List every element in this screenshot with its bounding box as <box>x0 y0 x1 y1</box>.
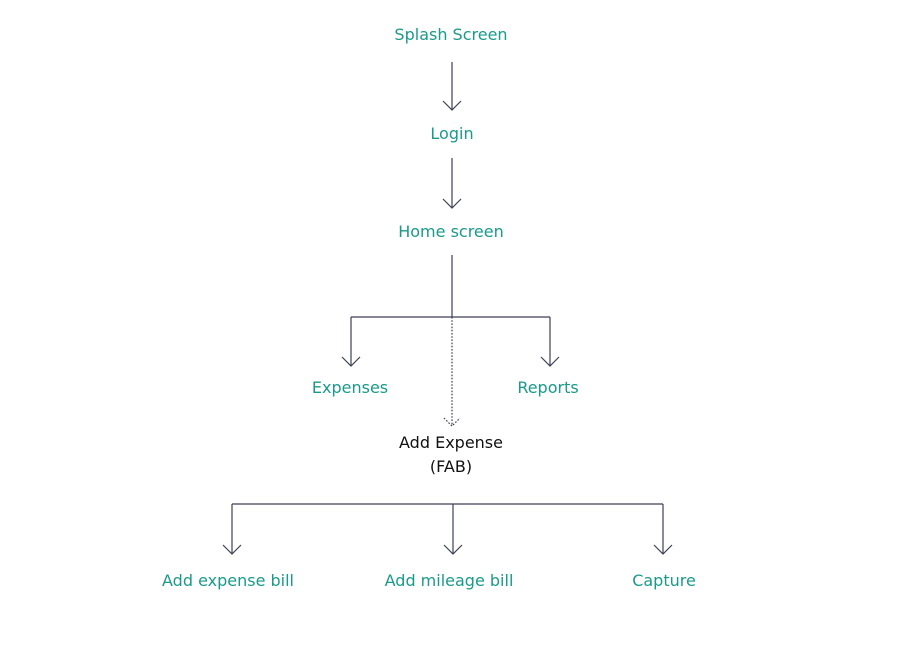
connector-to-add-mileage-bill <box>443 504 463 555</box>
connector-home-to-add-expense <box>443 317 461 427</box>
node-splash-screen: Splash Screen <box>394 25 508 44</box>
connector-login-to-home <box>442 158 462 209</box>
connector-splash-to-login <box>442 62 462 111</box>
connector-to-add-expense-bill <box>222 504 242 555</box>
node-add-expense-fab: (FAB) <box>429 457 473 476</box>
node-add-mileage-bill: Add mileage bill <box>384 571 514 590</box>
connector-home-to-expenses <box>341 317 361 367</box>
node-add-expense-bill: Add expense bill <box>162 571 294 590</box>
node-home-screen: Home screen <box>398 222 504 241</box>
node-capture: Capture <box>632 571 696 590</box>
connector-to-capture <box>653 504 673 555</box>
node-reports: Reports <box>517 378 579 397</box>
node-add-expense-title: Add Expense <box>399 433 503 452</box>
connector-home-stem <box>351 255 550 318</box>
node-login: Login <box>430 124 474 143</box>
connector-home-to-reports <box>540 317 560 367</box>
node-expenses: Expenses <box>311 378 389 397</box>
